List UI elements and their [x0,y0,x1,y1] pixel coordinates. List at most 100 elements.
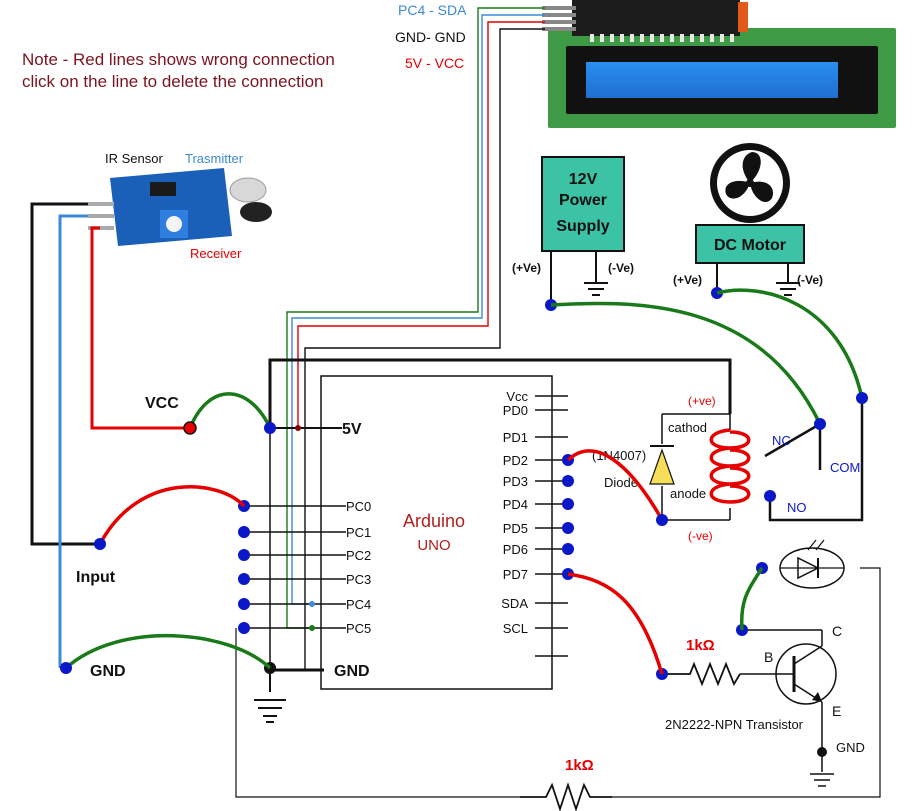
power-supply-line-2: Power [559,192,607,209]
bottom-resistor-icon [520,782,612,811]
ir-pcb [110,168,232,246]
pin-pd3[interactable] [562,475,574,487]
pin-label-pd4: PD4 [503,497,528,512]
transistor-circuit: C B E 1kΩ 2N2222-NPN Transistor GND [656,539,865,787]
dc-motor: DC Motor (+Ve) (-Ve) [673,143,823,299]
pc4-sda-junction [309,601,315,607]
pin-row-pd7: PD7 [503,567,574,582]
power-supply-line-1: 12V [569,171,598,188]
arduino-5v-pin[interactable] [264,422,276,434]
wire-pd7-to-resistor[interactable] [567,572,664,675]
pin-row-pd1: PD1 [503,430,568,445]
diode-anode-label: anode [670,486,706,501]
ir-chip [150,182,176,196]
wire-pd2-to-relay[interactable] [566,449,664,521]
relay-no-pin[interactable] [764,490,776,502]
lcd-screen [586,62,838,98]
pin-label-pd5: PD5 [503,521,528,536]
relay-nc-label: NC [772,433,791,448]
wire-bottom-loop[interactable] [235,567,881,798]
relay-com-label: COM [830,460,860,475]
pin-pd6[interactable] [562,543,574,555]
pin-label-scl: SCL [503,621,528,636]
pin-pc3[interactable] [238,573,250,585]
wire-input-to-pc0[interactable] [98,485,246,545]
ir-vcc-pin[interactable] [183,421,197,435]
transistor-e-label: E [832,703,841,719]
pin-row-pc3: PC3 [238,572,371,587]
power-supply-neg-label: (-Ve) [608,261,634,275]
dc-motor-pos-label: (+Ve) [673,273,702,287]
pin-pc4[interactable] [238,598,250,610]
pin-row-pd5: PD5 [503,521,574,536]
wire-ir-gnd-to-arduino[interactable] [64,634,272,670]
lcd-i2c-backpack [572,0,740,36]
relay-module: (+ve) (-ve) cathod anode (1N4007) Diode [592,394,751,543]
wire-vcc-to-5v[interactable] [188,392,272,429]
pin-pd4[interactable] [562,498,574,510]
transistor-ground-icon [810,773,834,787]
wire-5v-rail-to-relay[interactable] [268,358,732,428]
wire-supply-to-nc[interactable] [550,301,822,425]
pin-label-pc5: PC5 [346,621,371,636]
motor-ground-icon [776,282,800,296]
ir-trim-pot-knob [166,216,182,232]
ir-pin-1 [88,202,114,206]
bottom-resistor-label: 1kΩ [565,757,594,774]
relay-neg-pin[interactable] [656,514,668,526]
arduino-board: Arduino UNO [320,375,553,690]
relay-com-pin[interactable] [856,392,868,404]
relay-nc-pin[interactable] [814,418,826,430]
transistor-gnd-label: GND [836,740,865,755]
lcd-i2c-pins [542,6,576,31]
vcc-label: VCC [145,395,179,412]
diode-label: Diode [604,475,638,490]
gnd-label: GND [90,663,126,680]
pin-pc5[interactable] [238,622,250,634]
lcd-gnd-label: GND- GND [395,29,466,45]
input-label: Input [76,569,116,586]
pin-label-pd0: PD0 [503,403,528,418]
pin-row-pd3: PD3 [503,474,574,489]
ir-receiver-label: Receiver [190,246,242,261]
diode-part-label: (1N4007) [592,448,646,463]
ir-pin-3 [88,226,114,230]
transistor-c-label: C [832,623,842,639]
ir-pin-2 [88,214,114,218]
ir-gnd-pin[interactable] [60,662,72,674]
transistor-name-label: 2N2222-NPN Transistor [665,717,804,732]
relay-neg-label: (-ve) [688,529,713,543]
pin-label-pc4: PC4 [346,597,371,612]
pin-row-pc2: PC2 [238,548,371,563]
base-resistor-icon [668,661,741,687]
wire-motor-to-com[interactable] [716,288,864,399]
pin-pc1[interactable] [238,526,250,538]
lcd-module [542,0,896,128]
wire-lcd-vcc[interactable] [297,21,545,428]
wire-ir-out-input[interactable] [30,202,100,546]
ir-input-pin[interactable] [94,538,106,550]
relay-switch-arm [764,422,821,458]
power-supply-line-3: Supply [556,218,609,235]
pin-row-pc1: PC1 [238,525,371,540]
arduino-model: UNO [417,537,450,554]
dc-motor-neg-label: (-Ve) [797,273,823,287]
pin-pc2[interactable] [238,549,250,561]
dc-motor-box [695,224,805,264]
pin-label-pc3: PC3 [346,572,371,587]
wire-lcd-gnd[interactable] [304,28,545,670]
pin-label-sda: SDA [501,596,528,611]
arduino-gnd-label: GND [334,663,370,680]
ir-transmitter-label: Trasmitter [185,151,244,166]
wire-ir-gnd[interactable] [58,214,88,668]
diode-cathode-label: cathod [668,420,707,435]
ir-led-transmitter [229,177,267,203]
pin-row-pd6: PD6 [503,542,574,557]
pin-label-pc0: PC0 [346,499,371,514]
wire-led-to-collector[interactable] [739,567,764,631]
pin-pd5[interactable] [562,522,574,534]
pin-label-pd6: PD6 [503,542,528,557]
wire-ir-vcc[interactable] [90,226,190,430]
pin-row-pd4: PD4 [503,497,574,512]
